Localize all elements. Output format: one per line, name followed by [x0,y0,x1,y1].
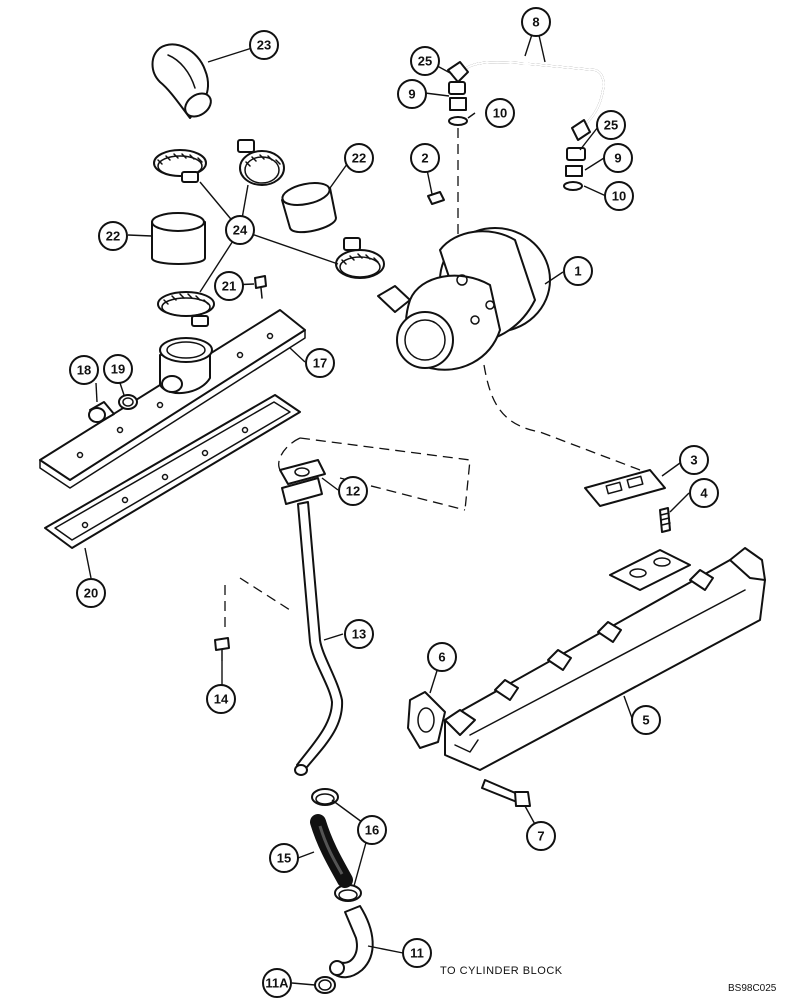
callout-label: 24 [233,223,248,238]
callout-12: 12 [338,476,368,506]
callout-label: 13 [352,627,366,642]
hose-sleeve-left [151,212,206,265]
callout-label: 12 [346,484,360,499]
callout-label: 9 [408,87,415,102]
intake-gasket [44,394,301,549]
bolt-14 [214,637,230,661]
elbow-hose [151,43,212,119]
callout-label: 10 [612,189,626,204]
exhaust-manifold [444,547,766,771]
elbow-tube [329,905,374,979]
callout-22-right: 22 [344,143,374,173]
hose-clamp-1 [153,149,207,183]
callout-9-left: 9 [397,79,427,109]
callout-11: 11 [402,938,432,968]
callout-10-left: 10 [485,98,515,128]
callout-3: 3 [679,445,709,475]
tube-clamp-upper [311,788,339,806]
callout-label: 22 [106,229,120,244]
callout-label: 22 [352,151,366,166]
callout-22-left: 22 [98,221,128,251]
turbocharger [377,227,551,371]
hose-clamp-3 [335,237,385,279]
callout-label: 9 [614,151,621,166]
callout-17: 17 [305,348,335,378]
callout-label: 17 [313,356,327,371]
o-ring [314,976,336,994]
flange-gasket [279,459,326,485]
callout-5: 5 [631,705,661,735]
oil-return-tube [281,477,344,776]
callout-9-right: 9 [603,143,633,173]
oil-line [447,57,605,161]
callout-label: 3 [690,453,697,468]
callout-4: 4 [689,478,719,508]
hose-clamp-2 [237,139,285,186]
figure-reference: BS98C025 [728,983,777,994]
manifold-gasket [407,691,446,749]
callout-19: 19 [103,354,133,384]
hose-clamp-4 [157,291,215,327]
plug [88,401,115,423]
callout-23: 23 [249,30,279,60]
manifold-stud [659,507,671,533]
callout-1: 1 [563,256,593,286]
callout-label: 10 [493,106,507,121]
callout-21: 21 [214,271,244,301]
callout-label: 16 [365,823,379,838]
connecting-hose [310,814,353,888]
callout-13: 13 [344,619,374,649]
callout-24: 24 [225,215,255,245]
callout-10-right: 10 [604,181,634,211]
callout-label: 11 [410,946,424,961]
callout-label: 15 [277,851,291,866]
turbo-gasket [584,469,666,507]
callout-label: 7 [537,829,544,844]
callout-label: 25 [418,54,432,69]
bolt-21 [254,275,267,299]
callout-20: 20 [76,578,106,608]
callout-8: 8 [521,7,551,37]
callout-label: 20 [84,586,98,601]
manifold-bolt [481,779,531,807]
callout-25-left: 25 [410,46,440,76]
fitting-left [448,97,468,126]
callout-label: 4 [700,486,708,501]
callout-label: 18 [77,363,91,378]
callout-15: 15 [269,843,299,873]
callout-label: 25 [604,118,618,133]
washer [118,394,138,410]
callout-11A: 11A [262,968,292,998]
stud-nut [427,191,445,205]
intake-cover [39,309,306,489]
callout-label: 19 [111,362,125,377]
caption-to-cylinder-block: TO CYLINDER BLOCK [440,965,563,977]
callout-label: 14 [214,692,229,707]
callout-label: 21 [222,279,236,294]
callout-14: 14 [206,684,236,714]
hose-sleeve-right [281,182,337,234]
callout-label: 2 [421,151,428,166]
callout-label: 6 [438,650,445,665]
callout-6: 6 [427,642,457,672]
fitting-right [563,165,583,191]
callout-label: 1 [574,264,581,279]
callout-25-right: 25 [596,110,626,140]
callout-label: 11A [265,976,289,991]
callout-label: 5 [642,713,649,728]
callout-7: 7 [526,821,556,851]
callout-label: 23 [257,38,271,53]
callout-label: 8 [532,15,539,30]
callout-18: 18 [69,355,99,385]
callout-2: 2 [410,143,440,173]
callout-16: 16 [357,815,387,845]
